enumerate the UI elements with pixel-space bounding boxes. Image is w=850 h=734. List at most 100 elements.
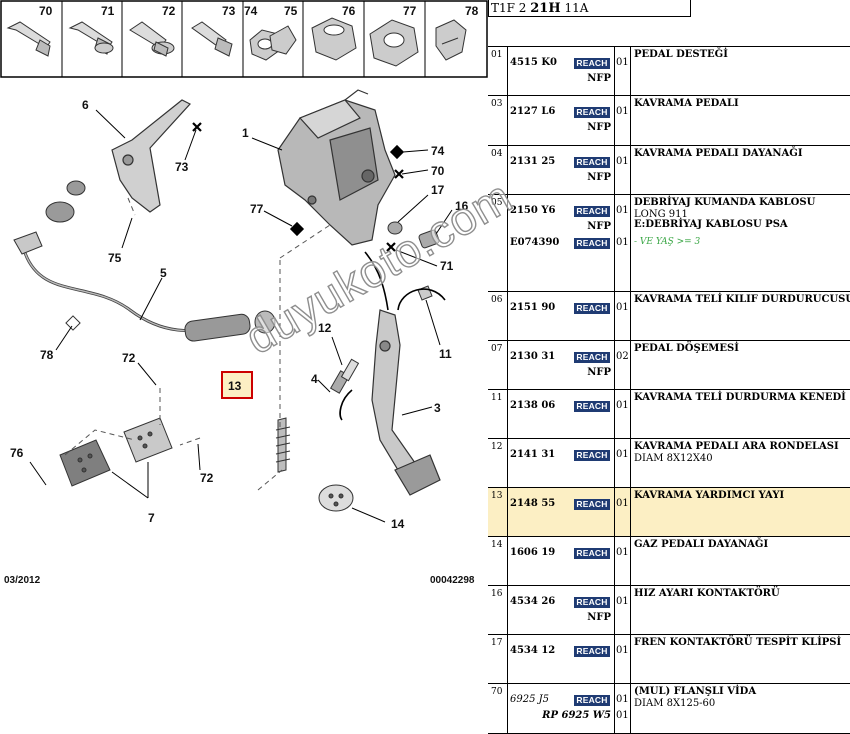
- part-quantity: 01: [616, 498, 629, 509]
- replacement-part-number: RP 6925 W5: [542, 710, 611, 721]
- callout-1: 1: [242, 126, 249, 140]
- part-description: (MUL) FLANŞLI VİDA: [634, 686, 757, 697]
- part-description: KAVRAMA TELİ DURDURMA KENEDİ: [634, 392, 846, 403]
- markers: [65, 122, 405, 331]
- part-desc-col: PEDAL DESTEĞİ: [631, 47, 850, 95]
- part-desc-col: KAVRAMA TELİ DURDURMA KENEDİ: [631, 390, 850, 438]
- part-desc-col: KAVRAMA PEDALI DAYANAĞI: [631, 146, 850, 194]
- bolt-label-74: 74: [244, 4, 258, 18]
- part-quantity: 01: [616, 106, 629, 117]
- part-ref: 07: [488, 341, 508, 389]
- part-number[interactable]: 4534 12: [510, 645, 556, 656]
- part-ref: 04: [488, 146, 508, 194]
- part-description: PEDAL DESTEĞİ: [634, 49, 728, 60]
- part-number[interactable]: 4534 26: [510, 596, 556, 607]
- part-note: DIAM 8X12X40: [634, 453, 713, 464]
- part-desc-col: GAZ PEDALI DAYANAĞI: [631, 537, 850, 585]
- part-description: KAVRAMA TELİ KILIF DURDURUCUSU: [634, 294, 850, 305]
- reach-badge: REACH: [574, 157, 610, 168]
- callout-78: 78: [40, 348, 54, 362]
- part-desc-col: HIZ AYARI KONTAKTÖRÜ: [631, 586, 850, 634]
- part-desc-col: KAVRAMA TELİ KILIF DURDURUCUSU: [631, 292, 850, 340]
- part-ref: 01: [488, 47, 508, 95]
- part-number[interactable]: 1606 19: [510, 547, 556, 558]
- callout-72a: 72: [122, 351, 136, 365]
- reach-badge: REACH: [574, 303, 610, 314]
- part-description: KAVRAMA YARDIMCI YAYI: [634, 490, 785, 501]
- part-quantity: 01: [616, 694, 629, 705]
- part-qty-col: 01: [615, 146, 631, 194]
- guide-lines: [64, 197, 331, 491]
- part-qty-col: 01: [615, 439, 631, 487]
- bolt-strip: 70 71 72 73 74 75 76 77 78: [0, 0, 488, 78]
- part-quantity: 01: [616, 645, 629, 656]
- part-description: FREN KONTAKTÖRÜ TESPİT KLİPSİ: [634, 637, 842, 648]
- callout-17: 17: [431, 183, 445, 197]
- part-number[interactable]: E074390: [510, 237, 560, 248]
- catalog-header: T1F 2 21H 11A: [488, 0, 850, 46]
- part-qty-col: 01: [615, 586, 631, 634]
- part-number[interactable]: 6925 J5: [510, 694, 549, 705]
- callout-16: 16: [455, 199, 469, 213]
- part-code-col: 2148 55 REACH: [508, 488, 615, 536]
- bolt-72-icon: [129, 21, 175, 57]
- marker-77-icon: [289, 221, 305, 237]
- bolt-label-76: 76: [342, 4, 356, 18]
- part-description: KAVRAMA PEDALI: [634, 98, 739, 109]
- callout-12: 12: [318, 321, 332, 335]
- nut-77-icon: [369, 19, 419, 67]
- part-number[interactable]: 2138 06: [510, 400, 556, 411]
- callout-72b: 72: [200, 471, 214, 485]
- callout-70: 70: [431, 164, 445, 178]
- part-number[interactable]: 2151 90: [510, 302, 556, 313]
- part-quantity: 01: [616, 57, 629, 68]
- part-number[interactable]: 2130 31: [510, 351, 556, 362]
- part-quantity: 01: [616, 205, 629, 216]
- part-qty-col: 01: [615, 537, 631, 585]
- callout-4: 4: [311, 372, 318, 386]
- reach-badge: REACH: [574, 450, 610, 461]
- part-qty-col: 01: [615, 390, 631, 438]
- part-condition: - VE YAŞ >= 3: [634, 237, 701, 247]
- part-number[interactable]: 2141 31: [510, 449, 556, 460]
- part-number[interactable]: 2131 25: [510, 156, 556, 167]
- callout-14: 14: [391, 517, 405, 531]
- part-number[interactable]: 2148 55: [510, 498, 556, 509]
- small-parts: [329, 221, 440, 394]
- bolt-70-icon: [6, 21, 51, 57]
- callout-71: 71: [440, 259, 454, 273]
- part-qty-col: 01: [615, 292, 631, 340]
- part-quantity: 01: [616, 400, 629, 411]
- part-desc-col: PEDAL DÖŞEMESİ: [631, 341, 850, 389]
- part-number[interactable]: 2150 Y6: [510, 205, 556, 216]
- cable-part-5: [22, 249, 276, 342]
- bolt-label-78: 78: [465, 4, 479, 18]
- part-number[interactable]: 4515 K0: [510, 57, 557, 68]
- part-description: GAZ PEDALI DAYANAĞI: [634, 539, 769, 550]
- part-ref: 16: [488, 586, 508, 634]
- callout-13: 13: [228, 379, 242, 393]
- reach-badge: REACH: [574, 695, 610, 706]
- part-number[interactable]: 2127 L6: [510, 106, 556, 117]
- part-quantity: 01: [616, 547, 629, 558]
- reach-badge: REACH: [574, 499, 610, 510]
- callout-labels: 1 3 4 5 6 7 11 12 13 14 16 17 70 71 72 7…: [10, 98, 469, 531]
